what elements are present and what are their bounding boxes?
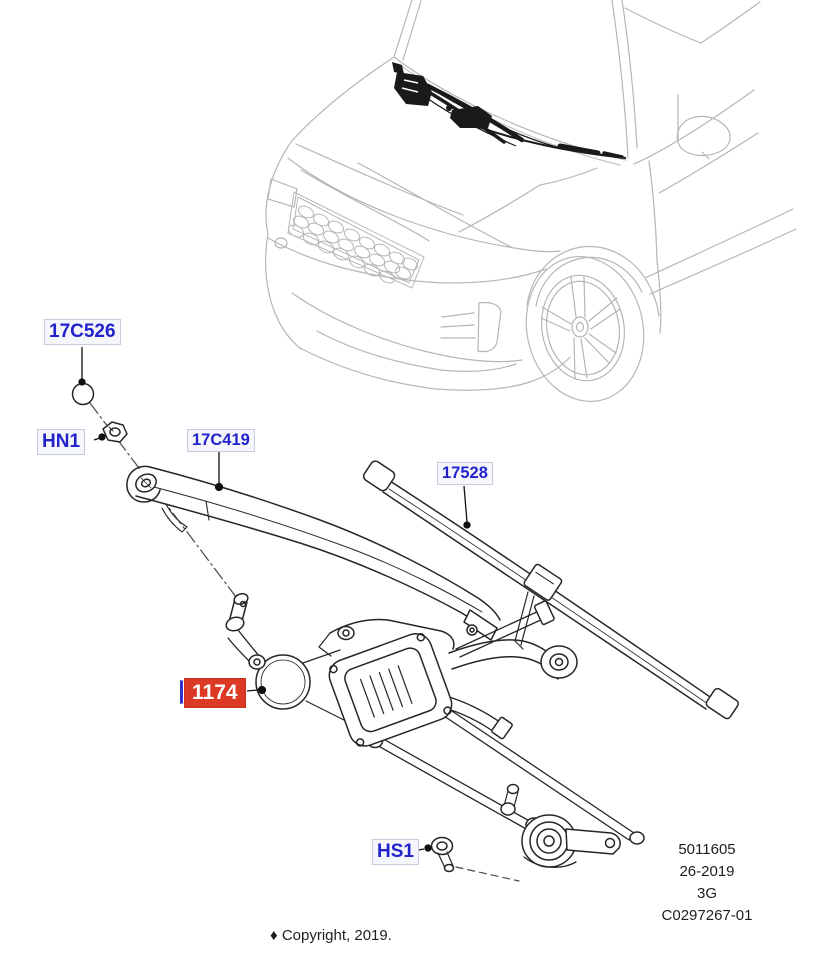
part-label-17C419[interactable]: 17C419 xyxy=(187,429,255,452)
part-motor-linkage-drawing xyxy=(225,593,645,868)
leader-lines xyxy=(78,347,471,852)
reference-block: 5011605 26-2019 3G C0297267-01 xyxy=(627,839,787,927)
part-bolt-drawing xyxy=(430,836,520,882)
car-body-outline xyxy=(265,0,797,391)
car-side-mirror xyxy=(676,115,731,160)
part-label-17C526[interactable]: 17C526 xyxy=(44,319,121,345)
vehicle-line-art xyxy=(265,0,797,403)
car-front-wheel xyxy=(525,255,645,403)
part-wiper-blade-drawing xyxy=(362,460,739,720)
part-label-HS1[interactable]: HS1 xyxy=(372,839,419,865)
reference-number: 5011605 xyxy=(678,841,736,858)
reference-code: 3G xyxy=(696,885,717,902)
part-nut-drawing xyxy=(102,421,128,443)
cowl-wiper-highlight xyxy=(392,62,627,159)
part-label-17528[interactable]: 17528 xyxy=(437,462,493,485)
reference-drawing-id: C0297267-01 xyxy=(661,907,753,924)
part-label-1174-highlighted[interactable]: 1174 xyxy=(184,678,246,709)
car-grille xyxy=(287,191,425,289)
copyright-notice: ♦ Copyright, 2019. xyxy=(270,927,392,944)
part-cap-drawing xyxy=(71,382,95,406)
part-wiper-arm-drawing xyxy=(126,465,501,641)
reference-date: 26-2019 xyxy=(679,863,735,880)
part-label-HN1[interactable]: HN1 xyxy=(37,429,86,455)
